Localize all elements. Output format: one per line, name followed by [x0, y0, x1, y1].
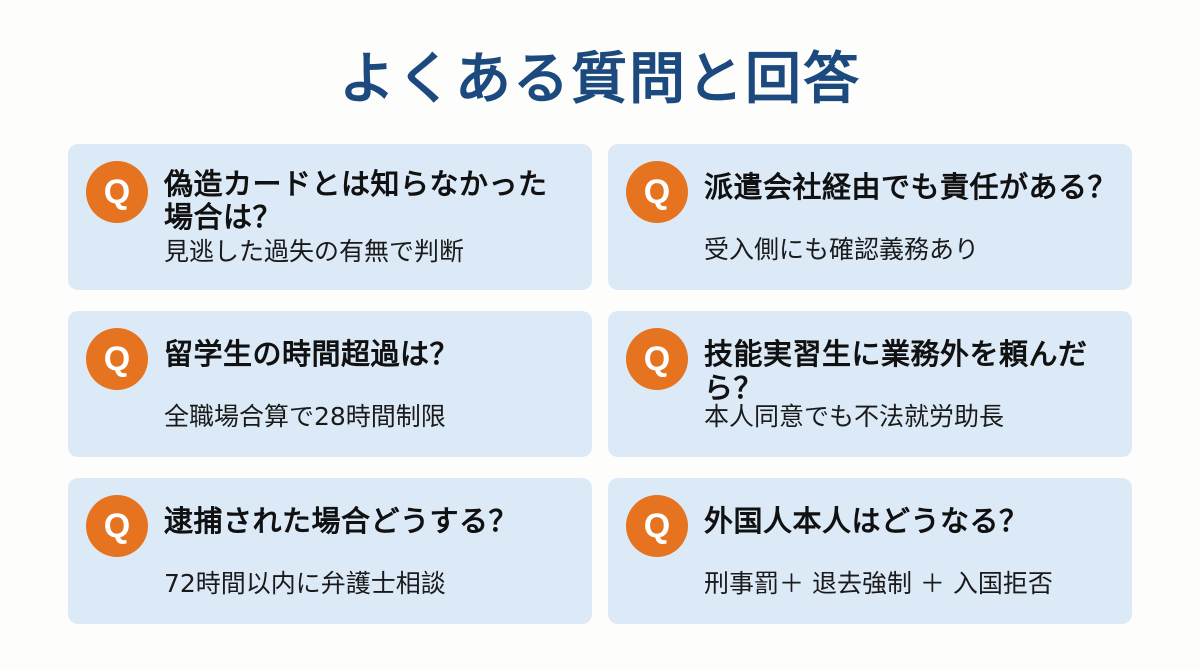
- faq-answer: 受入側にも確認義務あり: [704, 235, 980, 264]
- faq-answer: 本人同意でも不法就労助長: [704, 402, 1005, 431]
- faq-card-arrested: Q 逮捕された場合どうする？ 72時間以内に弁護士相談: [68, 478, 592, 624]
- q-badge-icon: Q: [626, 328, 688, 390]
- q-badge-icon: Q: [86, 495, 148, 557]
- faq-answer: 見逃した過失の有無で判断: [164, 237, 465, 266]
- q-badge-icon: Q: [626, 495, 688, 557]
- q-badge-icon: Q: [86, 161, 148, 223]
- q-badge-icon: Q: [626, 161, 688, 223]
- faq-answer: 72時間以内に弁護士相談: [164, 569, 446, 598]
- faq-answer: 全職場合算で28時間制限: [164, 402, 446, 431]
- faq-question: 偽造カードとは知らなかった 場合は？: [164, 167, 548, 234]
- faq-card-student-hours: Q 留学生の時間超過は？ 全職場合算で28時間制限: [68, 311, 592, 457]
- faq-card-technical-intern: Q 技能実習生に業務外を頼んだら？ 本人同意でも不法就労助長: [608, 311, 1132, 457]
- faq-question: 留学生の時間超過は？: [164, 337, 460, 371]
- faq-question: 派遣会社経由でも責任がある？: [704, 170, 1118, 204]
- faq-question: 技能実習生に業務外を頼んだら？: [704, 337, 1088, 405]
- page-title: よくある質問と回答: [339, 47, 861, 112]
- faq-grid: Q 偽造カードとは知らなかった 場合は？ 見逃した過失の有無で判断 Q 派遣会社…: [68, 144, 1132, 624]
- faq-answer: 刑事罰＋ 退去強制 ＋ 入国拒否: [704, 569, 1053, 598]
- faq-card-counterfeit-card: Q 偽造カードとは知らなかった 場合は？ 見逃した過失の有無で判断: [68, 144, 592, 290]
- faq-card-foreign-worker-consequences: Q 外国人本人はどうなる？ 刑事罰＋ 退去強制 ＋ 入国拒否: [608, 478, 1132, 624]
- faq-card-dispatch-company: Q 派遣会社経由でも責任がある？ 受入側にも確認義務あり: [608, 144, 1132, 290]
- q-badge-icon: Q: [86, 328, 148, 390]
- faq-question: 逮捕された場合どうする？: [164, 504, 519, 538]
- faq-question: 外国人本人はどうなる？: [704, 504, 1029, 538]
